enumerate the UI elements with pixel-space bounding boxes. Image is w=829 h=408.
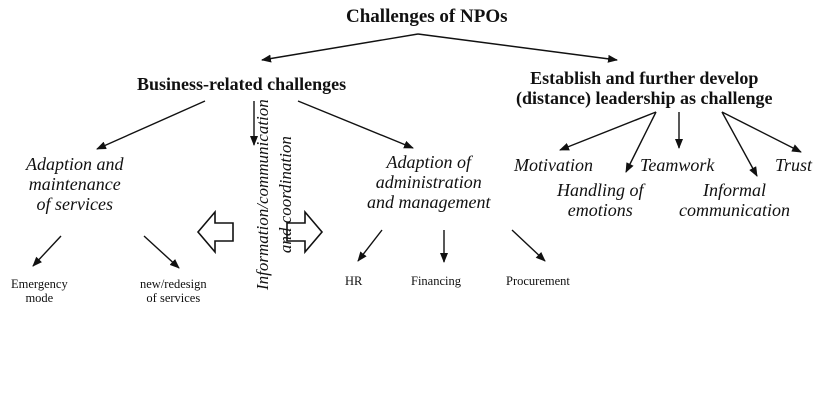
hr-node: HR: [345, 274, 363, 288]
redesign-node: new/redesign of services: [140, 277, 207, 305]
arrow-leadership-handling: [625, 111, 657, 173]
arrow-services-emergency: [32, 235, 62, 267]
procurement-node: Procurement: [506, 274, 570, 288]
informal-communication-node: Informal communication: [679, 180, 790, 221]
arrow-title-leadership: [417, 33, 618, 63]
adaption-services-node: Adaption and maintenance of services: [26, 154, 124, 215]
information-coordination-node: Information/communication and coordinati…: [253, 99, 295, 290]
arrow-title-business: [261, 33, 419, 63]
arrow-leadership-informal: [721, 111, 758, 177]
arrow-business-adaption-admin: [297, 100, 414, 149]
handling-emotions-node: Handling of emotions: [557, 180, 644, 221]
emergency-mode-node: Emergency mode: [11, 277, 68, 305]
motivation-node: Motivation: [514, 155, 593, 175]
leadership-heading: Establish and further develop (distance)…: [516, 68, 773, 109]
financing-node: Financing: [411, 274, 461, 288]
hollow-right-arrow-icon: [286, 209, 324, 255]
adaption-admin-node: Adaption of administration and managemen…: [367, 152, 491, 213]
business-heading: Business-related challenges: [137, 74, 347, 94]
hollow-left-arrow-icon: [196, 209, 234, 255]
arrow-admin-procurement: [511, 229, 546, 262]
diagram-title: Challenges of NPOs: [346, 6, 508, 27]
arrow-leadership-trust: [721, 111, 802, 153]
teamwork-node: Teamwork: [640, 155, 715, 175]
arrow-leadership-motivation: [559, 111, 657, 151]
trust-node: Trust: [775, 155, 813, 175]
arrow-business-adaption-services: [96, 100, 206, 150]
arrow-services-redesign: [143, 235, 180, 269]
arrow-admin-hr: [357, 229, 383, 262]
